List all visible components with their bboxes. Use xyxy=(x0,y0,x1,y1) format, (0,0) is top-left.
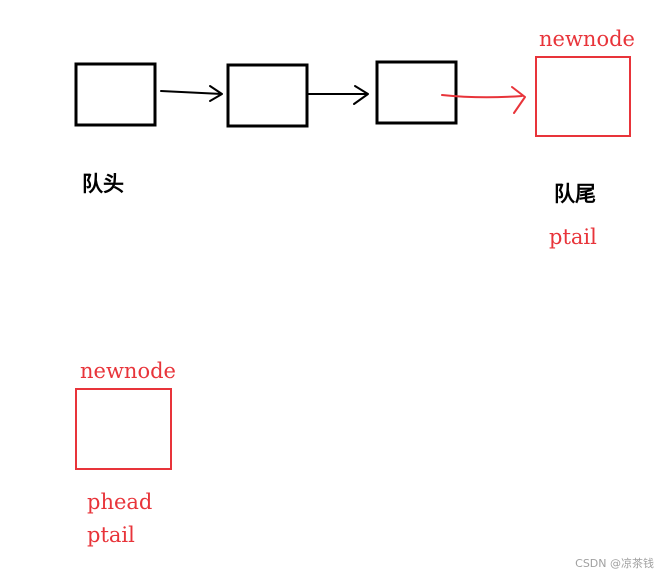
watermark: CSDN @凉茶钱 xyxy=(575,557,654,570)
queue-node-2 xyxy=(226,63,309,128)
queue-node-3 xyxy=(375,60,458,125)
arrow-node2-to-node3 xyxy=(307,85,369,105)
empty-queue-newnode-box xyxy=(75,388,172,470)
queue-tail-label: 队尾 xyxy=(554,182,596,206)
empty-queue-newnode-label: newnode xyxy=(80,359,176,383)
newnode-label: newnode xyxy=(539,27,635,51)
ptail-label: ptail xyxy=(549,225,597,249)
phead-label: phead xyxy=(87,490,153,514)
queue-node-1 xyxy=(74,62,157,127)
arrow-node1-to-node2 xyxy=(160,85,223,102)
queue-head-label: 队头 xyxy=(82,172,124,196)
newnode-box xyxy=(535,56,631,137)
empty-queue-ptail-label: ptail xyxy=(87,523,135,547)
arrow-node3-to-newnode xyxy=(441,86,526,114)
